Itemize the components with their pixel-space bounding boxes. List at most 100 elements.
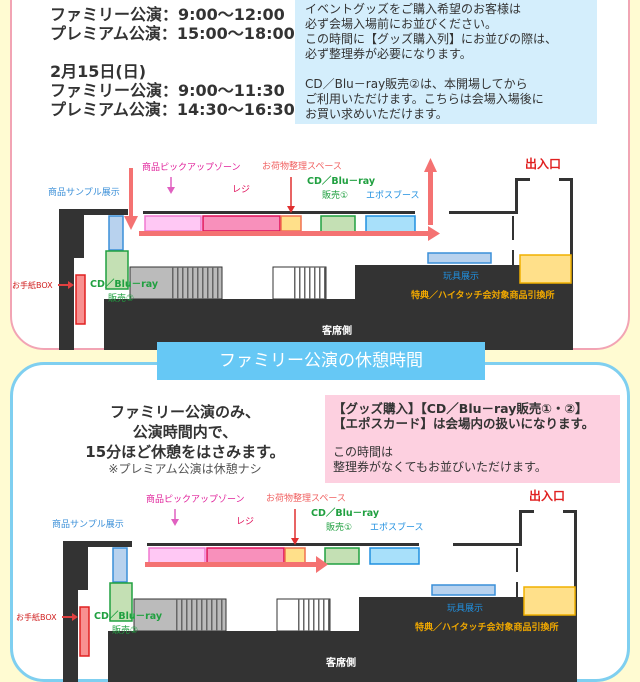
exchange-counter — [523, 586, 576, 616]
stair-step — [201, 599, 203, 631]
seats-label: 客席側 — [321, 324, 352, 337]
stair-step — [324, 267, 326, 299]
cd-sales-2 — [109, 582, 133, 622]
stair-step — [299, 267, 301, 299]
exit-wall — [559, 178, 573, 181]
stair-step — [187, 267, 189, 299]
cd2-label: 販売② — [108, 292, 134, 304]
toy-display — [431, 584, 496, 596]
stair-step — [217, 267, 219, 299]
cd2-label: CD／Blu－ray — [90, 278, 159, 290]
exit-wall — [519, 510, 522, 546]
sample-label: 商品サンプル展示 — [48, 186, 120, 198]
stair-step — [314, 267, 316, 299]
exit-wall — [515, 178, 518, 214]
stair-step — [206, 599, 208, 631]
sample-label: 商品サンプル展示 — [52, 518, 124, 530]
register-label: レジ — [236, 517, 254, 527]
arrow-head — [167, 187, 175, 194]
right-wall — [570, 178, 573, 280]
seating-block — [104, 265, 573, 350]
arrow-head — [291, 538, 299, 545]
stair-step — [177, 267, 179, 299]
date-label: 2月15日(日) — [50, 62, 147, 81]
cd-sales-1 — [320, 215, 356, 233]
letterbox-label: お手紙BOX — [16, 612, 57, 622]
divider — [512, 216, 514, 240]
arrow-head — [428, 226, 440, 241]
stair-step — [304, 267, 306, 299]
stair-step — [182, 267, 184, 299]
stair-step — [191, 599, 193, 631]
stair-step — [212, 267, 214, 299]
cd1-label: CD／Blu－ray — [307, 175, 376, 187]
stair-step — [181, 599, 183, 631]
stair-step — [319, 267, 321, 299]
family-show-time: ファミリー公演：9:00〜11:30 — [50, 81, 285, 100]
premium-show-time: プレミアム公演：15:00〜18:00 — [50, 24, 295, 43]
exchange-label: 特典／ハイタッチ会対象商品引換所 — [411, 289, 554, 301]
arrow-head — [171, 519, 179, 526]
luggage-label: お荷物整理スペース — [262, 160, 342, 172]
goods-info-box: イベントグッズをご購入希望のお客様は必ず会場入場前にお並びください。この時間に【… — [295, 0, 597, 124]
schedule-day2: 2月15日(日) ファミリー公演：9:00〜11:30 プレミアム公演：14:3… — [50, 62, 295, 119]
divider — [512, 250, 514, 278]
cd2-label: CD／Blu－ray — [94, 610, 163, 622]
sample-display — [112, 547, 128, 583]
break-info-box: 【グッズ購入】【CD／Blu－ray販売①・②】 【エポスカード】は会場内の扱い… — [325, 395, 620, 483]
premium-show-time: プレミアム公演：14:30〜16:30 — [50, 100, 295, 119]
cd2-label: 販売② — [112, 624, 138, 636]
exchange-counter — [519, 254, 572, 284]
arrow-head — [68, 281, 74, 289]
stair-step — [197, 267, 199, 299]
pickup-label: 商品ピックアップゾーン — [146, 493, 245, 505]
stair-step — [216, 599, 218, 631]
luggage-space — [284, 547, 306, 564]
letterbox-label: お手紙BOX — [12, 280, 53, 290]
left-wall — [63, 541, 132, 682]
stair-step — [303, 599, 305, 631]
toy-display — [427, 252, 492, 264]
stair-step — [318, 599, 320, 631]
left-wall — [59, 209, 128, 350]
cd1-label: 販売① — [326, 521, 352, 533]
arrow-head — [287, 206, 295, 213]
luggage-label: お荷物整理スペース — [266, 492, 346, 504]
letter-box — [75, 274, 86, 325]
break-banner: ファミリー公演の休憩時間 — [157, 342, 485, 380]
luggage-space — [280, 215, 302, 232]
stair-step — [211, 599, 213, 631]
right-arrow — [139, 231, 429, 236]
divider — [516, 548, 518, 572]
exit-wall — [563, 510, 577, 513]
epos-booth — [369, 547, 420, 565]
right-wall — [574, 510, 577, 612]
exit-wall — [515, 178, 530, 181]
entrance-label: 出入口 — [529, 488, 565, 503]
stair-step — [196, 599, 198, 631]
down-arrow — [129, 168, 133, 220]
stair-step — [207, 267, 209, 299]
arrow-head — [124, 216, 138, 230]
arrow-head — [424, 158, 437, 172]
stair-step — [308, 599, 310, 631]
register — [202, 215, 281, 232]
exit-wall — [519, 510, 534, 513]
arrow-head — [316, 556, 328, 573]
pickup-zone — [144, 215, 202, 232]
pickup-label: 商品ピックアップゾーン — [142, 161, 241, 173]
up-arrow — [428, 170, 433, 225]
schedule-day1: ファミリー公演：9:00〜12:00 プレミアム公演：15:00〜18:00 — [50, 0, 295, 43]
stair-step — [221, 599, 223, 631]
cd1-label: 販売① — [322, 189, 348, 201]
cd-sales-1 — [324, 547, 360, 565]
toys-label: 玩具展示 — [447, 603, 483, 614]
stair-step — [186, 599, 188, 631]
stair-step — [323, 599, 325, 631]
top-wall-right — [449, 211, 515, 214]
cd-sales-2 — [105, 250, 129, 290]
stair-step — [192, 267, 194, 299]
premium-note: ※プレミアム公演は休憩ナシ — [108, 462, 262, 476]
stair-step — [328, 599, 330, 631]
